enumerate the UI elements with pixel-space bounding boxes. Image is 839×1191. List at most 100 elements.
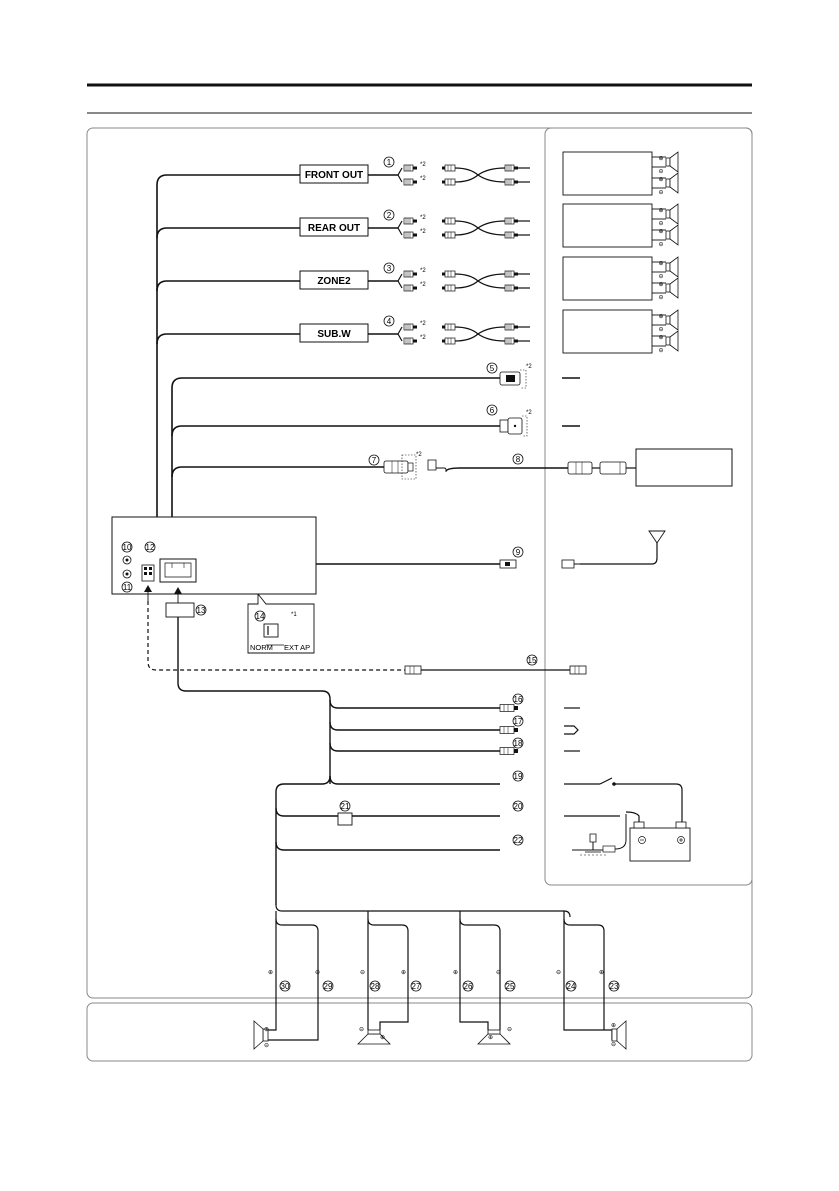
amplifier-boxes: ⊕⊖⊕⊖⊕⊖⊕⊖⊕⊖⊕⊖⊕⊖⊕⊖ <box>562 151 679 354</box>
wire-polarity-30: ⊕ <box>268 970 273 976</box>
svg-text:18: 18 <box>514 739 523 748</box>
output-note-1-1: *2 <box>420 162 426 168</box>
badge-18: 18 <box>512 737 524 749</box>
svg-text:19: 19 <box>514 772 523 781</box>
badge-12: 12 <box>144 541 156 553</box>
output-note-1-2: *2 <box>420 176 426 182</box>
output-far-plug-3-1 <box>504 270 519 278</box>
wire-polarity-25: ⊖ <box>496 970 501 976</box>
badge-7: 7 <box>368 454 380 466</box>
badge-16: 16 <box>512 693 524 705</box>
output-plug-3-2 <box>403 284 418 292</box>
speaker-polarity-1: ⊕ <box>264 1027 269 1033</box>
svg-text:⊖: ⊖ <box>658 274 663 280</box>
speaker-wire-bus <box>275 904 605 1000</box>
svg-text:17: 17 <box>514 717 523 726</box>
output-plug-1-1 <box>403 164 418 172</box>
jack-11 <box>122 569 132 579</box>
connector-6 <box>499 415 528 437</box>
note-7: *2 <box>416 452 422 458</box>
right-side-mates <box>564 707 683 822</box>
svg-text:11: 11 <box>123 583 132 592</box>
output-note-3-1: *2 <box>420 268 426 274</box>
svg-text:12: 12 <box>146 543 155 552</box>
output-far-plug-4-1 <box>504 323 519 331</box>
wire-badge-24: 24 <box>565 980 577 992</box>
rca-output-groups: 1*2*22*2*23*2*24*2*2 <box>383 156 530 345</box>
ground-point <box>572 814 627 856</box>
svg-text:24: 24 <box>567 982 576 991</box>
wire-polarity-24: ⊖ <box>556 970 561 976</box>
note-6: *2 <box>526 410 532 416</box>
output-far-plug-2-1 <box>504 217 519 225</box>
svg-text:20: 20 <box>514 802 523 811</box>
output-plug-2-2 <box>403 231 418 239</box>
output-far-plug-1-2 <box>504 178 519 186</box>
svg-text:30: 30 <box>281 982 290 991</box>
rear-out-label: REAR OUT <box>308 223 360 234</box>
output-jack-4-1 <box>441 323 456 331</box>
wire-badge-29: 29 <box>322 980 334 992</box>
pigtail-17 <box>499 726 519 734</box>
connector-12 <box>141 564 155 582</box>
wire-polarity-26: ⊕ <box>453 970 458 976</box>
plug-arrow-head-12 <box>144 585 152 592</box>
cable-8 <box>445 467 568 472</box>
svg-text:21: 21 <box>341 802 350 811</box>
output-far-plug-1-1 <box>504 164 519 172</box>
badge-21: 21 <box>339 800 351 812</box>
connector-15 <box>404 665 422 675</box>
speakers-panel <box>86 1002 753 1062</box>
svg-text:28: 28 <box>371 982 380 991</box>
antenna <box>561 530 666 569</box>
subw-label: SUB.W <box>317 329 351 340</box>
svg-text:⊕: ⊕ <box>658 208 663 214</box>
svg-text:5: 5 <box>490 364 495 373</box>
wire-badge-23: 23 <box>608 980 620 992</box>
svg-text:26: 26 <box>464 982 473 991</box>
output-note-2-1: *2 <box>420 215 426 221</box>
svg-text:3: 3 <box>387 264 392 273</box>
output-badge-1: 1 <box>383 156 395 168</box>
switch-note: *1 <box>291 612 297 618</box>
output-jack-2-1 <box>441 217 456 225</box>
svg-text:⊖: ⊖ <box>658 169 663 175</box>
switch-ext-label: EXT AP <box>284 643 310 652</box>
badge-14 <box>254 610 266 622</box>
svg-text:13: 13 <box>197 606 206 615</box>
badge-14-text: 14 <box>256 612 265 621</box>
output-plug-1-2 <box>403 178 418 186</box>
output-note-3-2: *2 <box>420 282 426 288</box>
output-jack-3-2 <box>441 284 456 292</box>
speaker-right-rear <box>477 1029 511 1045</box>
speaker-polarity-8: ⊖ <box>611 1042 616 1048</box>
output-plug-2-1 <box>403 217 418 225</box>
svg-text:25: 25 <box>506 982 515 991</box>
svg-text:22: 22 <box>514 836 523 845</box>
pigtail-16 <box>499 704 519 712</box>
remote-dashed-cable <box>147 601 405 671</box>
output-jack-2-2 <box>441 231 456 239</box>
badge-11: 11 <box>121 581 133 593</box>
speaker-polarity-2: ⊖ <box>264 1043 269 1049</box>
speaker-polarity-5: ⊕ <box>488 1035 493 1041</box>
external-devices-panel <box>544 127 753 886</box>
output-jack-4-2 <box>441 337 456 345</box>
speaker-polarity-4: ⊕ <box>380 1035 385 1041</box>
badge-13: 13 <box>195 604 207 616</box>
svg-text:7: 7 <box>372 456 377 465</box>
svg-text:⊖: ⊖ <box>658 348 663 354</box>
svg-text:4: 4 <box>387 317 392 326</box>
wire-polarity-27: ⊕ <box>401 970 406 976</box>
connector-5 <box>499 369 527 389</box>
pigtail-18 <box>499 747 519 755</box>
power-plug-13 <box>165 602 195 618</box>
svg-text:⊕: ⊕ <box>658 282 663 288</box>
svg-text:⊖: ⊖ <box>658 327 663 333</box>
external-device-box <box>635 448 733 487</box>
badge-20: 20 <box>512 800 524 812</box>
connector-7 <box>383 454 447 480</box>
plug-arrow-head-13 <box>174 587 182 594</box>
svg-text:⊖: ⊖ <box>658 221 663 227</box>
